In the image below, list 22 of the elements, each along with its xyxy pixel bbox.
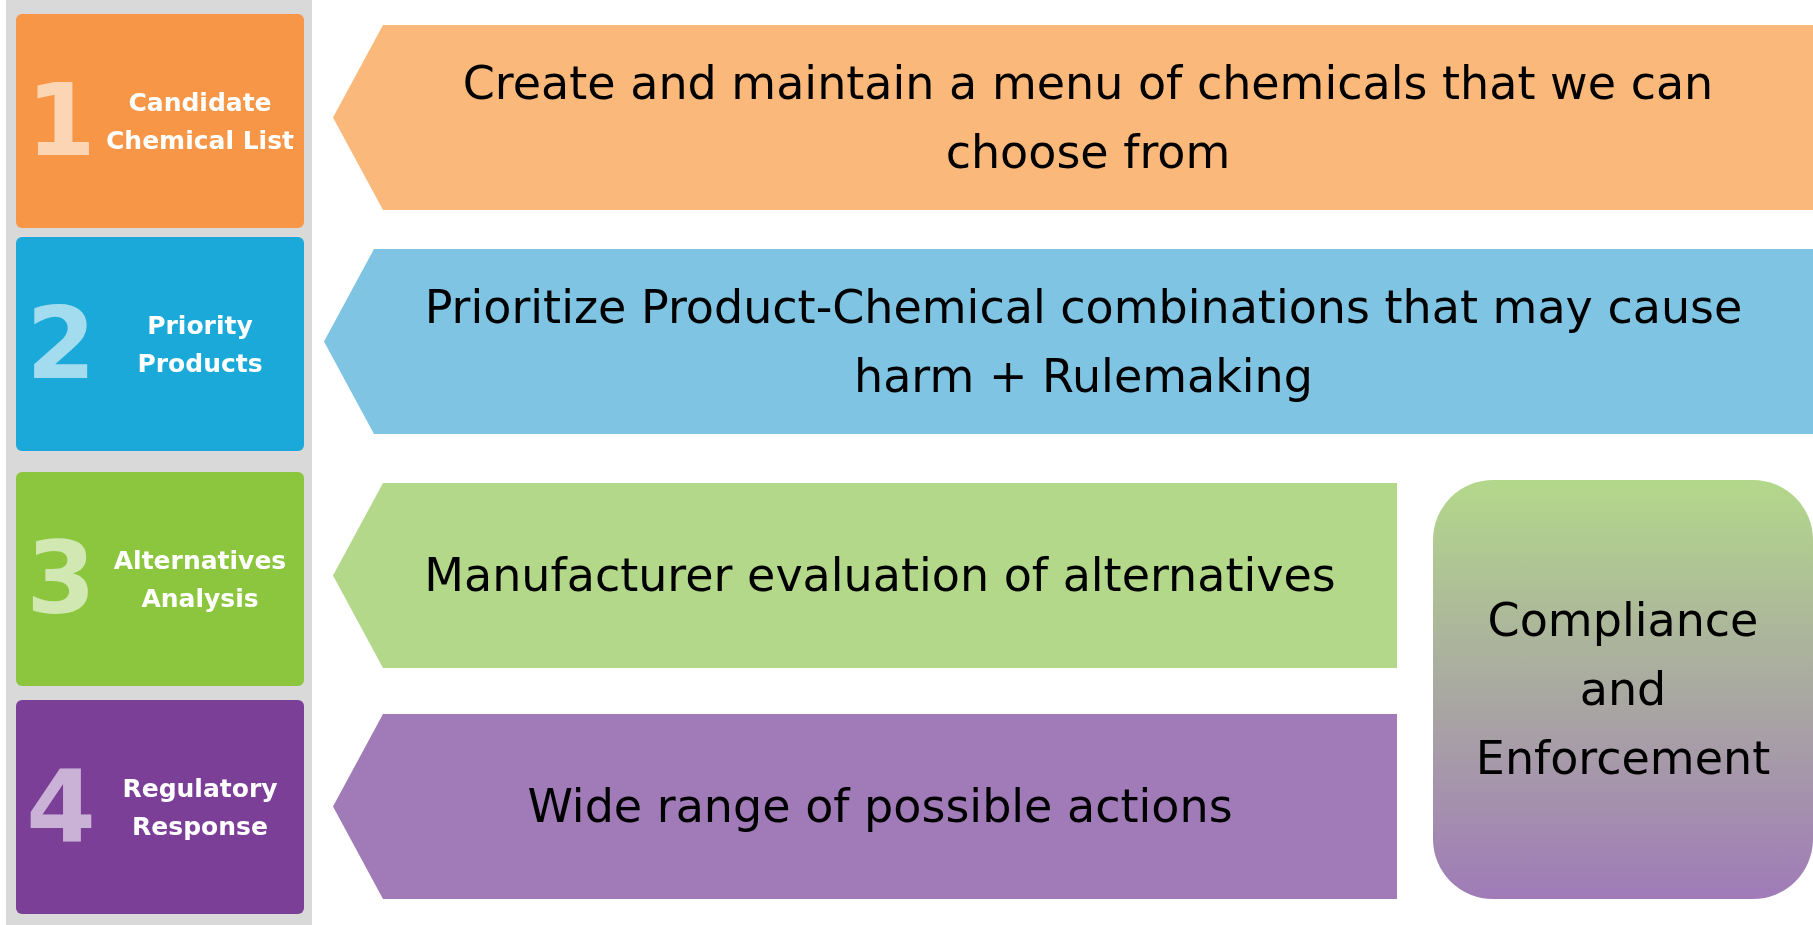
step-box	[16, 237, 304, 451]
arrow-banner	[324, 249, 1813, 434]
rounded-box	[1433, 480, 1813, 899]
arrow-banner	[333, 25, 1813, 210]
step-number: 2	[26, 294, 96, 394]
arrow-banner	[333, 714, 1397, 899]
step-title: Candidate Chemical List	[105, 86, 295, 156]
banner-text: Wide range of possible actions	[527, 778, 1233, 835]
banner-text: Prioritize Product-Chemical combinations that may cause harm + Rulemaking	[423, 278, 1744, 405]
step-number: 1	[26, 71, 96, 171]
step-number: 4	[26, 757, 96, 857]
step-number: 3	[26, 529, 96, 629]
step-box	[16, 14, 304, 228]
step-title: Alternatives Analysis	[112, 544, 288, 614]
banner-text: Manufacturer evaluation of alternatives	[424, 547, 1336, 604]
step-title: Regulatory Response	[121, 772, 279, 842]
box-text: Compliance and Enforcement	[1474, 592, 1772, 787]
step-title: Priority Products	[136, 309, 264, 379]
arrow-banner	[333, 483, 1397, 668]
step-box	[16, 472, 304, 686]
banner-text: Create and maintain a menu of chemicals that we can choose from	[461, 54, 1715, 181]
step-box	[16, 700, 304, 914]
